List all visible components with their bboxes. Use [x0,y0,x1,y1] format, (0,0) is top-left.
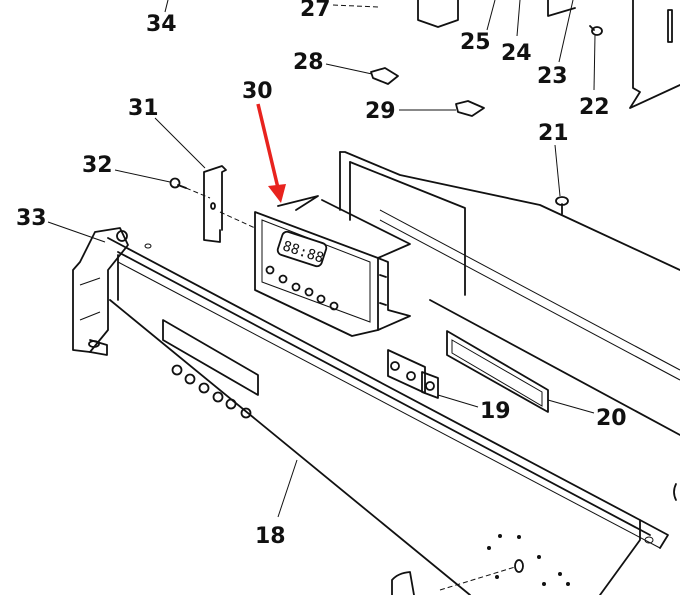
callout-18: 18 [255,524,286,549]
knob-holes [487,534,570,586]
callout-34: 34 [146,12,177,37]
lens-20 [446,330,549,413]
highlight-arrow [256,103,286,203]
side-bracket [629,0,680,109]
callout-29: 29 [365,99,396,124]
clock-module-30: 88:88 [254,195,411,337]
callout-24: 24 [501,41,532,66]
callout-labels: 34 27 25 24 23 22 28 29 30 31 32 21 33 1… [16,0,627,549]
screw-32 [169,177,187,189]
control-panel-18 [107,237,677,595]
hinge-25 [417,0,459,28]
panel-buttons [171,364,252,419]
callout-25: 25 [460,30,491,55]
clip-29 [455,100,485,117]
callout-32: 32 [82,153,113,178]
clip-28 [370,67,399,85]
callout-21: 21 [538,121,569,146]
callout-33: 33 [16,206,47,231]
switch-19 [387,349,439,399]
callout-30: 30 [242,79,273,104]
screw-22 [589,25,603,36]
rear-frame [339,151,680,436]
bracket-31 [203,165,227,243]
plate-23 [547,0,576,17]
callout-31: 31 [128,96,159,121]
callout-23: 23 [537,64,568,89]
screw-21 [555,196,569,215]
callout-20: 20 [596,406,627,431]
callout-22: 22 [579,95,610,120]
callout-28: 28 [293,50,324,75]
callout-27: 27 [300,0,331,22]
end-bracket-33 [72,227,129,356]
leader-lines [47,0,596,518]
callout-19: 19 [480,399,511,424]
